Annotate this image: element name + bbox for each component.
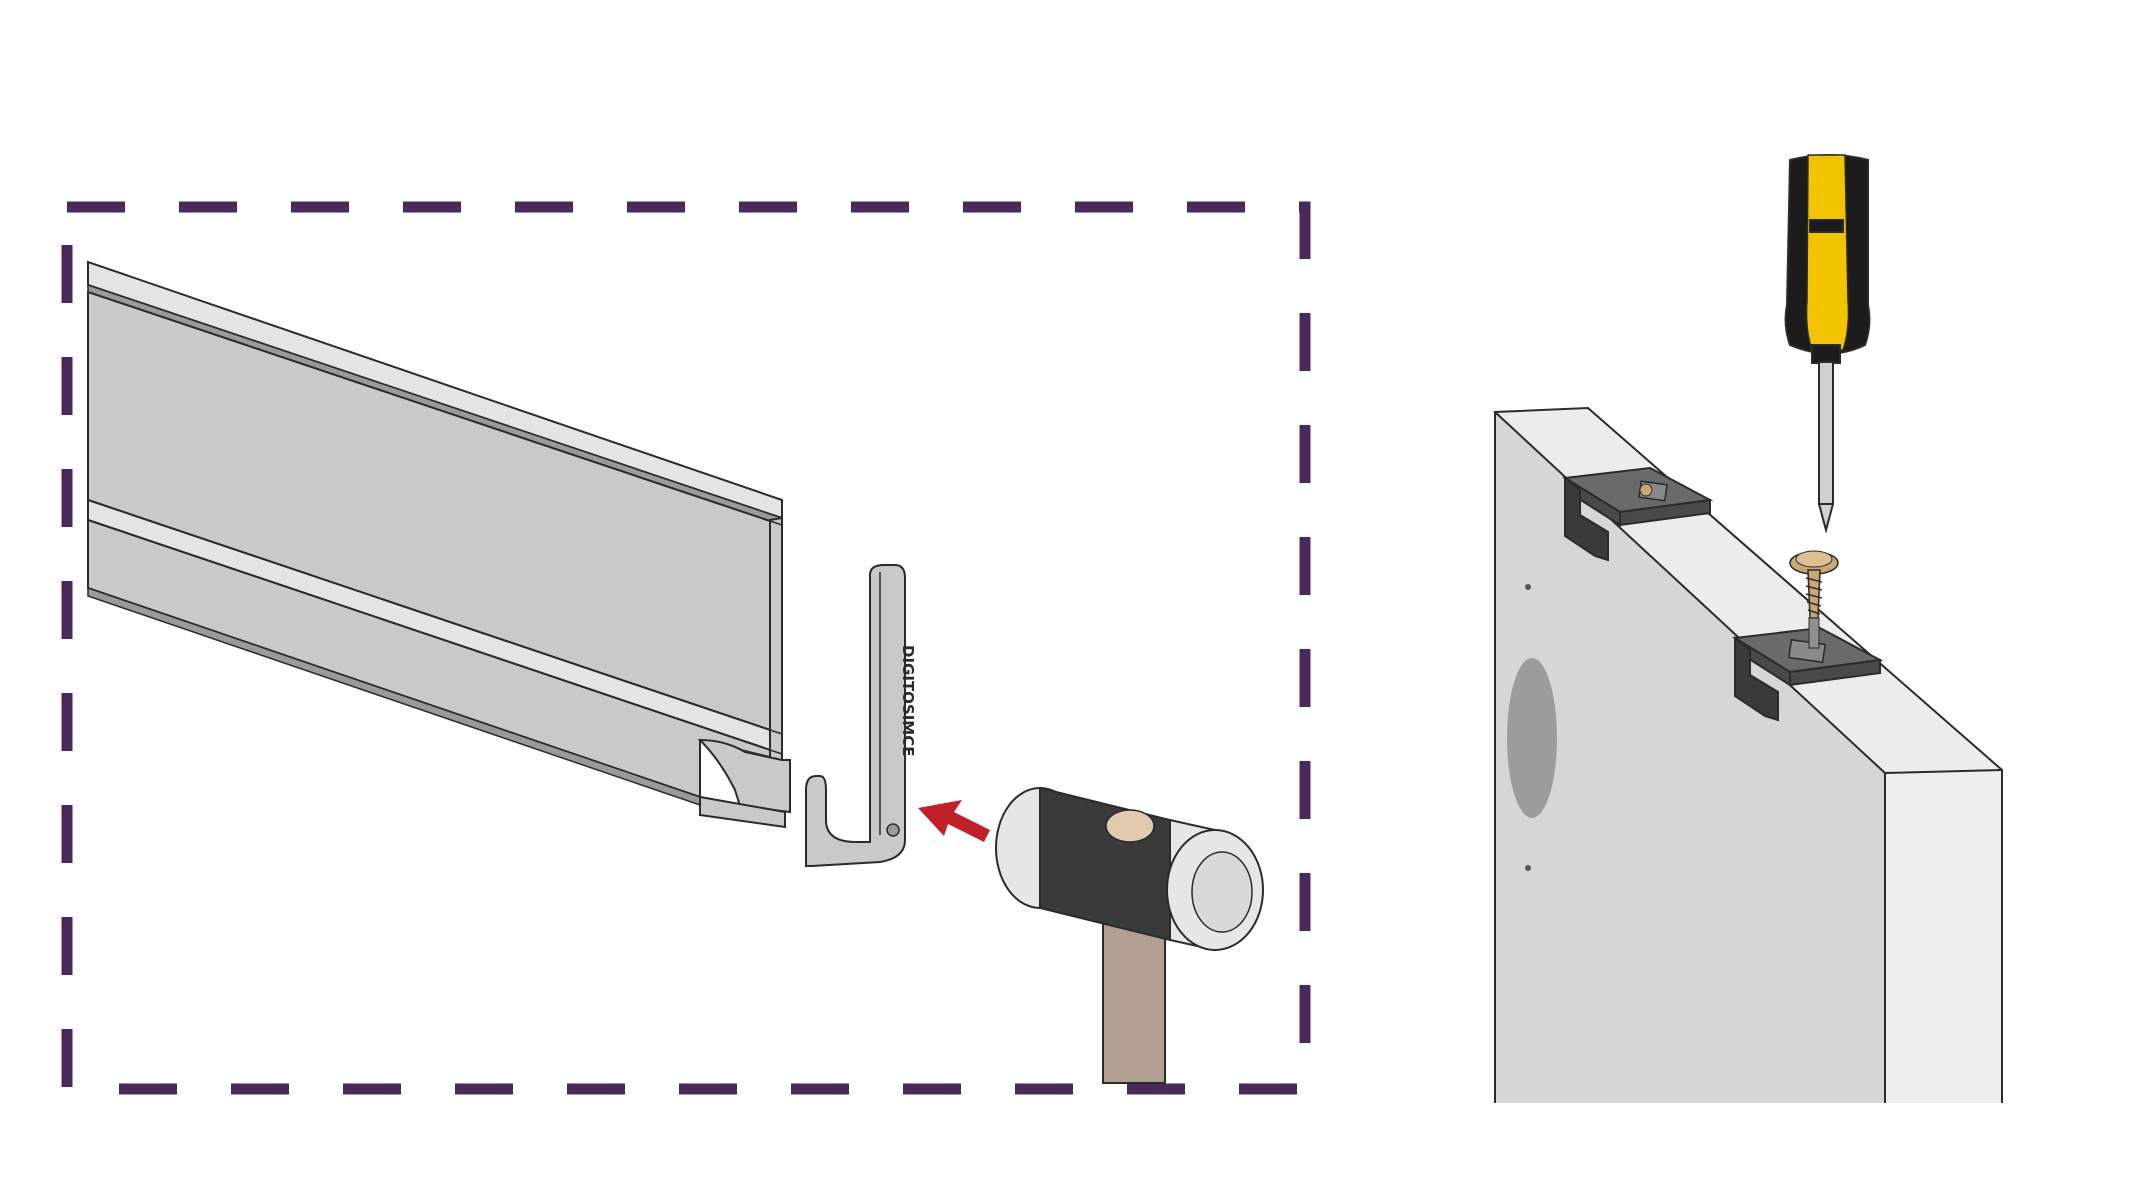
hinge-hole [1507,658,1557,818]
end-cap-marking: DIGITOSIMCE [899,645,917,756]
detail-frame [61,201,1311,1095]
mounting-bracket-1 [1562,466,1714,562]
seal-profile [87,260,791,829]
mounting-bracket-2 [1732,626,1884,722]
hammer-icon [995,786,1264,1084]
arrow-icon [918,800,990,842]
end-cap: DIGITOSIMCE [805,564,917,867]
screw-icon [1789,550,1839,649]
screwdriver-icon [1784,154,1871,534]
